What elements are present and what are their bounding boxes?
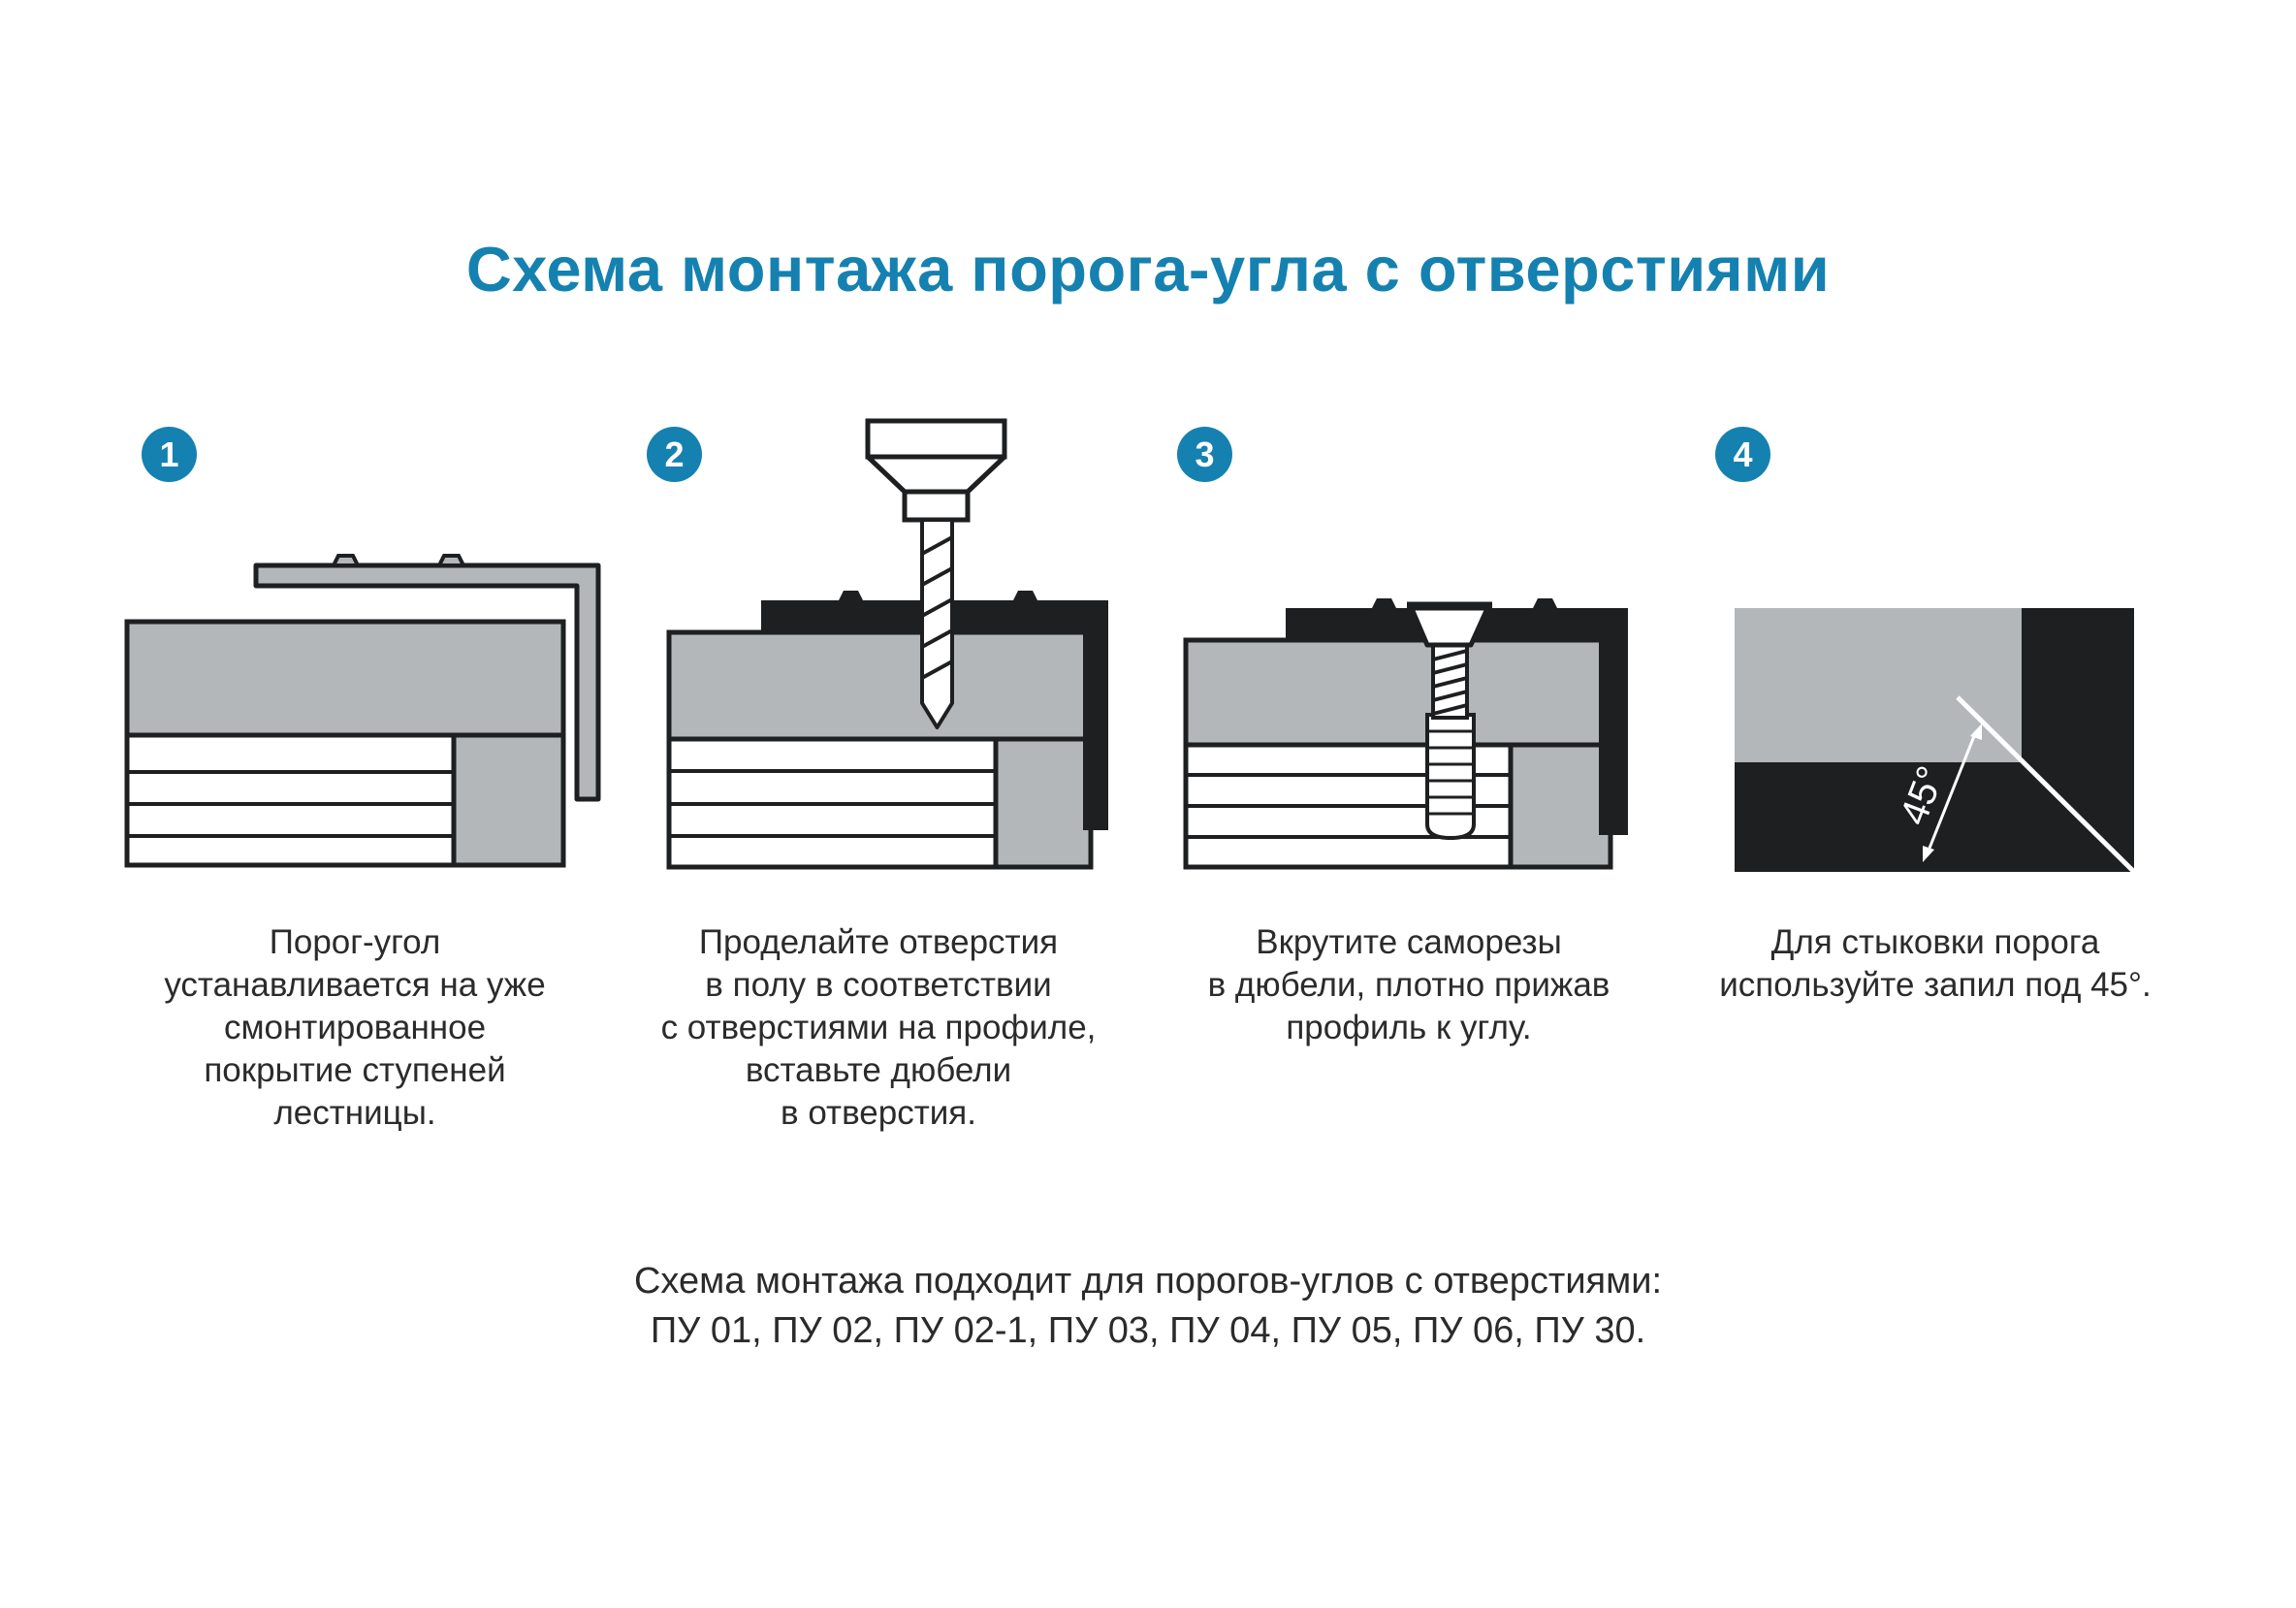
stair-step-cross-section [666, 629, 1094, 870]
step-1-caption: Порог-угол устанавливается на уже смонти… [164, 923, 546, 1132]
step-3-number-badge: 3 [1177, 427, 1232, 482]
step-1-number: 1 [159, 434, 179, 474]
screw-hole-bump [1013, 591, 1037, 600]
arrow-up-icon [1970, 724, 1982, 740]
step-4-number-badge: 4 [1715, 427, 1770, 482]
corner-profile-icon [1286, 598, 1628, 835]
footer-note: Схема монтажа подходит для порогов-углов… [0, 1257, 2296, 1356]
page-title: Схема монтажа порога-угла с отверстиями [465, 234, 1831, 305]
dowel-icon [1425, 713, 1476, 841]
screw-hole-bump [1372, 598, 1396, 608]
screw-hole-bump [435, 554, 467, 567]
screw-icon [1407, 601, 1492, 720]
screw-hole-bump [1533, 598, 1557, 608]
step-3-number: 3 [1195, 434, 1215, 474]
step-4-number: 4 [1733, 434, 1753, 474]
step-3-caption: Вкрутите саморезы в дюбели, плотно прижа… [1207, 923, 1610, 1046]
step-3-illustration-screwing [1183, 598, 1628, 870]
step-2-illustration-drilling [666, 418, 1108, 870]
stair-step-cross-section [1183, 637, 1613, 870]
corner-profile-icon [761, 591, 1108, 830]
miter-cut-line [1956, 695, 2134, 872]
step-4-caption: Для стыковки порога используйте запил по… [1719, 923, 2152, 1004]
screw-hole-bump [330, 554, 362, 567]
arrow-down-icon [1923, 846, 1934, 862]
corner-profile-icon [253, 554, 601, 802]
step-4-illustration-miter-cut: 45° [1735, 608, 2134, 872]
step-2-number: 2 [664, 434, 685, 474]
step-2-caption: Проделайте отверстия в полу в соответств… [660, 923, 1097, 1132]
footer-line-1: Схема монтажа подходит для порогов-углов… [633, 1261, 1663, 1302]
stair-step-cross-section [124, 619, 566, 868]
profile-top-view [1735, 608, 2022, 762]
step-2-number-badge: 2 [647, 427, 702, 482]
screw-hole-bump [839, 591, 863, 600]
step-1-illustration-threshold-on-step [124, 554, 601, 868]
drill-icon [865, 418, 1007, 729]
footer-line-2: ПУ 01, ПУ 02, ПУ 02-1, ПУ 03, ПУ 04, ПУ … [650, 1310, 1646, 1351]
step-1-number-badge: 1 [142, 427, 197, 482]
